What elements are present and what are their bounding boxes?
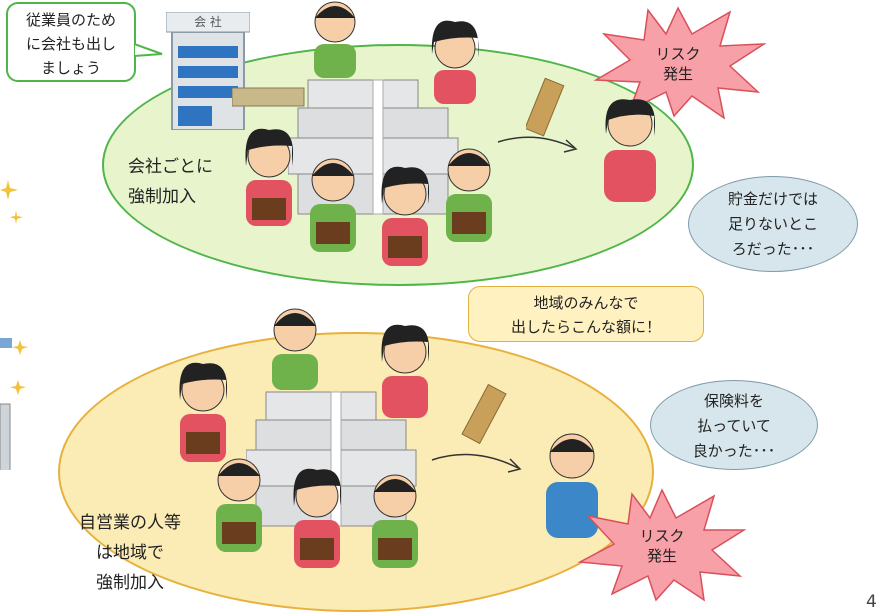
- company-bubble-line-3: ましょう: [40, 59, 101, 77]
- bubble-tail-icon: [134, 42, 163, 58]
- person-icon: [381, 166, 430, 266]
- risk-top-label: リスク 発生: [642, 44, 714, 84]
- banknotes-icon: [232, 87, 305, 107]
- side-illustration-icon: [0, 338, 28, 470]
- bottom-group-label-line-1: 自営業の人等: [79, 513, 181, 533]
- person-icon: [372, 474, 418, 568]
- top-group-label-line-2: 強制加入: [128, 187, 196, 207]
- savings-bubble-line-2: 足りないとこ: [727, 215, 818, 233]
- savings-bubble-line-3: ろだった･･･: [731, 240, 815, 258]
- person-icon: [546, 433, 598, 538]
- page-number: 4: [866, 592, 877, 612]
- person-icon: [272, 308, 318, 390]
- arrow-icon: [431, 453, 522, 473]
- risk-top-line-2: 発生: [662, 65, 693, 83]
- person-icon: [314, 1, 356, 78]
- bottom-group-label-line-3: 強制加入: [96, 573, 164, 593]
- envelope-icon: [461, 383, 507, 445]
- bottom-group-label: 自営業の人等 は地域で 強制加入: [50, 508, 210, 598]
- insurance-speech-bubble: 保険料を 払っていて 良かった･･･: [650, 380, 818, 470]
- person-icon: [245, 128, 294, 226]
- risk-bottom-line-1: リスク: [639, 527, 685, 545]
- person-icon: [446, 148, 492, 242]
- star-burst-icon: [577, 488, 746, 602]
- sparkle-icon: [0, 180, 23, 224]
- company-speech-bubble: 従業員のため に会社も出し ましょう: [6, 2, 136, 82]
- risk-bottom-line-2: 発生: [646, 547, 677, 565]
- person-icon: [310, 158, 356, 252]
- region-bubble-line-2: 出したらこんな額に！: [510, 318, 661, 336]
- company-building-icon: 会 社: [165, 11, 251, 131]
- top-group-label: 会社ごとに 強制加入: [128, 152, 213, 212]
- person-icon: [293, 468, 342, 568]
- company-bubble-line-2: に会社も出し: [25, 35, 116, 53]
- person-icon: [604, 99, 656, 202]
- insurance-bubble-line-2: 払っていて: [697, 417, 771, 435]
- insurance-bubble-line-3: 良かった･･･: [692, 442, 776, 460]
- person-icon: [431, 20, 479, 104]
- company-bubble-line-1: 従業員のため: [25, 11, 116, 29]
- region-bubble-line-1: 地域のみんなで: [533, 294, 639, 312]
- envelope-icon: [526, 78, 565, 137]
- star-burst-icon: [593, 6, 766, 120]
- savings-speech-bubble: 貯金だけでは 足りないとこ ろだった･･･: [688, 176, 858, 272]
- person-icon: [216, 458, 262, 552]
- top-group-label-line-1: 会社ごとに: [128, 157, 213, 177]
- person-icon: [381, 324, 430, 418]
- risk-top-line-1: リスク: [655, 45, 701, 63]
- region-speech-bubble: 地域のみんなで 出したらこんな額に！: [468, 286, 704, 342]
- risk-bottom-label: リスク 発生: [624, 526, 700, 566]
- bottom-group-label-line-2: は地域で: [96, 543, 164, 563]
- building-sign: 会 社: [194, 15, 222, 29]
- insurance-bubble-line-1: 保険料を: [703, 392, 764, 410]
- person-icon: [179, 362, 228, 462]
- arrow-icon: [497, 136, 578, 153]
- savings-bubble-line-1: 貯金だけでは: [727, 190, 818, 208]
